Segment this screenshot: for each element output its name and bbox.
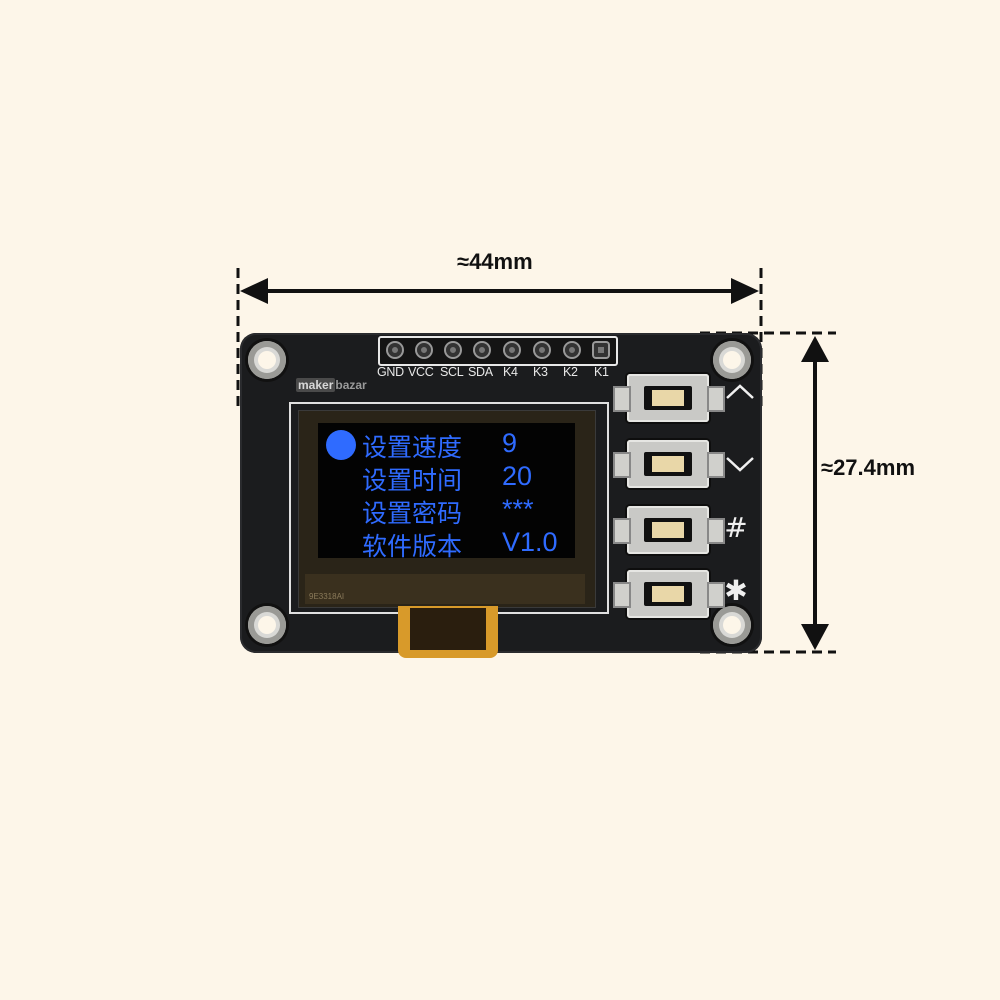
menu-value-version: V1.0 [502, 527, 558, 557]
pin-label-k4: K4 [503, 365, 518, 379]
width-arrow-left [240, 278, 268, 304]
menu-label-speed: 设置速度 [362, 433, 463, 462]
pin-k4 [505, 343, 519, 357]
selection-indicator [326, 430, 356, 460]
pin-label-scl: SCL [440, 365, 464, 379]
width-label: ≈44mm [457, 249, 533, 274]
mount-hole-top-right [713, 341, 751, 379]
pin-vcc [417, 343, 431, 357]
mount-hole-bottom-right [713, 606, 751, 644]
pin-label-gnd: GND [377, 365, 404, 379]
brand-prefix: maker [296, 378, 336, 392]
pin-label-k3: K3 [533, 365, 548, 379]
flex-cable-inner [410, 608, 486, 650]
button-star-cap [644, 582, 692, 606]
height-arrow-bottom [801, 624, 829, 650]
brand-suffix: bazar [335, 378, 367, 392]
button-up-cap [644, 386, 692, 410]
oled-screen [318, 423, 575, 558]
pin-k3 [535, 343, 549, 357]
asterisk-icon: ✱ [724, 574, 748, 607]
pin-label-k2: K2 [563, 365, 578, 379]
menu-label-password: 设置密码 [362, 499, 463, 528]
pin-label-k1: K1 [594, 365, 609, 379]
pin-k1 [594, 343, 608, 357]
mount-hole-top-left [248, 341, 286, 379]
menu-label-time: 设置时间 [362, 466, 463, 495]
chip-code: 9E3318AI [309, 592, 345, 601]
height-label: ≈27.4mm [821, 455, 916, 480]
menu-label-version: 软件版本 [362, 532, 463, 561]
button-star[interactable] [613, 570, 725, 618]
button-down[interactable] [613, 440, 725, 488]
button-up[interactable] [613, 374, 725, 422]
chevron-down-icon [726, 457, 754, 472]
button-down-cap [644, 452, 692, 476]
button-hash[interactable] [613, 506, 725, 554]
hash-icon: # [724, 511, 748, 544]
pin-scl [446, 343, 460, 357]
pin-sda [475, 343, 489, 357]
mount-hole-bottom-left [248, 606, 286, 644]
button-hash-cap [644, 518, 692, 542]
oled-glass-edge [305, 574, 585, 604]
width-arrow-right [731, 278, 759, 304]
menu-value-password: *** [502, 494, 534, 524]
pin-label-sda: SDA [468, 365, 493, 379]
pin-gnd [388, 343, 402, 357]
pin-header [378, 336, 618, 366]
pin-k2 [565, 343, 579, 357]
menu-value-speed: 9 [502, 428, 518, 458]
pin-label-vcc: VCC [408, 365, 434, 379]
menu-value-time: 20 [502, 461, 533, 491]
height-arrow-top [801, 336, 829, 362]
chevron-up-icon [726, 384, 754, 399]
